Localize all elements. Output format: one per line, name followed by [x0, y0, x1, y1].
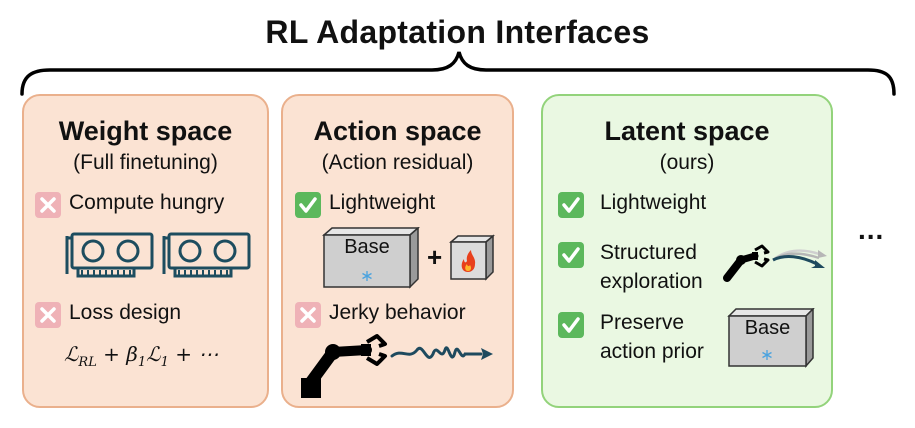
robot-arm-icon — [723, 244, 827, 282]
base-model-cube-icon — [322, 227, 420, 289]
item-preserve-action-prior: Preserve action prior — [600, 308, 704, 366]
check-mark-icon — [558, 192, 584, 218]
snowflake-icon — [762, 350, 772, 360]
item-structured-exploration: Structured exploration — [600, 238, 703, 296]
check-mark-icon — [558, 312, 584, 338]
panel-title: Weight space — [58, 116, 233, 146]
formula-symbol: ℒ — [146, 342, 161, 366]
panel-subtitle: (Action residual) — [321, 151, 474, 174]
formula-symbol: ℒ — [64, 342, 79, 366]
item-line: Preserve — [600, 311, 685, 334]
panel-title: Action space — [313, 116, 482, 146]
robot-arm-icon — [301, 334, 493, 398]
item-loss-design: Loss design — [69, 301, 182, 324]
formula-subscript: 1 — [137, 355, 147, 370]
diagram-title: RL Adaptation Interfaces — [265, 14, 650, 50]
item-compute-hungry: Compute hungry — [69, 191, 225, 214]
panel-weight-space: Weight space (Full finetuning) Compute h… — [22, 94, 269, 408]
x-mark-icon — [35, 302, 61, 328]
formula-subscript: 1 — [160, 355, 169, 370]
base-label: Base — [744, 317, 791, 339]
top-brace — [20, 51, 896, 96]
formula-symbol: + ⋯ — [168, 342, 219, 366]
plus-sign: + — [427, 242, 443, 272]
item-line: action prior — [600, 340, 704, 363]
loss-formula: ℒRL + β1ℒ1 + ⋯ — [64, 342, 218, 370]
formula-subscript: RL — [78, 355, 97, 370]
trajectory-arrow-icon — [390, 346, 493, 360]
snowflake-icon — [362, 271, 372, 281]
item-lightweight: Lightweight — [329, 191, 436, 214]
x-mark-icon — [35, 192, 61, 218]
residual-cube-icon — [449, 234, 495, 281]
panel-subtitle: (Full finetuning) — [73, 151, 218, 174]
gpu-card-icon — [65, 232, 251, 278]
item-lightweight: Lightweight — [600, 191, 707, 214]
check-mark-icon — [295, 192, 321, 218]
panel-subtitle: (ours) — [659, 151, 715, 174]
formula-symbol: + β — [96, 342, 138, 366]
ellipsis: ... — [858, 214, 885, 245]
item-line: Structured — [600, 241, 697, 264]
item-line: exploration — [600, 270, 703, 293]
x-mark-icon — [295, 302, 321, 328]
check-mark-icon — [558, 242, 584, 268]
item-jerky-behavior: Jerky behavior — [329, 301, 466, 324]
fire-icon — [461, 250, 476, 272]
trajectory-arrow-icon — [772, 249, 827, 268]
panel-title: Latent space — [604, 116, 770, 146]
panel-latent-space: Latent space (ours) Lightweight Structur… — [541, 94, 833, 408]
panel-action-space: Action space (Action residual) Lightweig… — [281, 94, 514, 408]
base-model-cube-icon — [727, 308, 815, 368]
base-label: Base — [344, 236, 390, 258]
